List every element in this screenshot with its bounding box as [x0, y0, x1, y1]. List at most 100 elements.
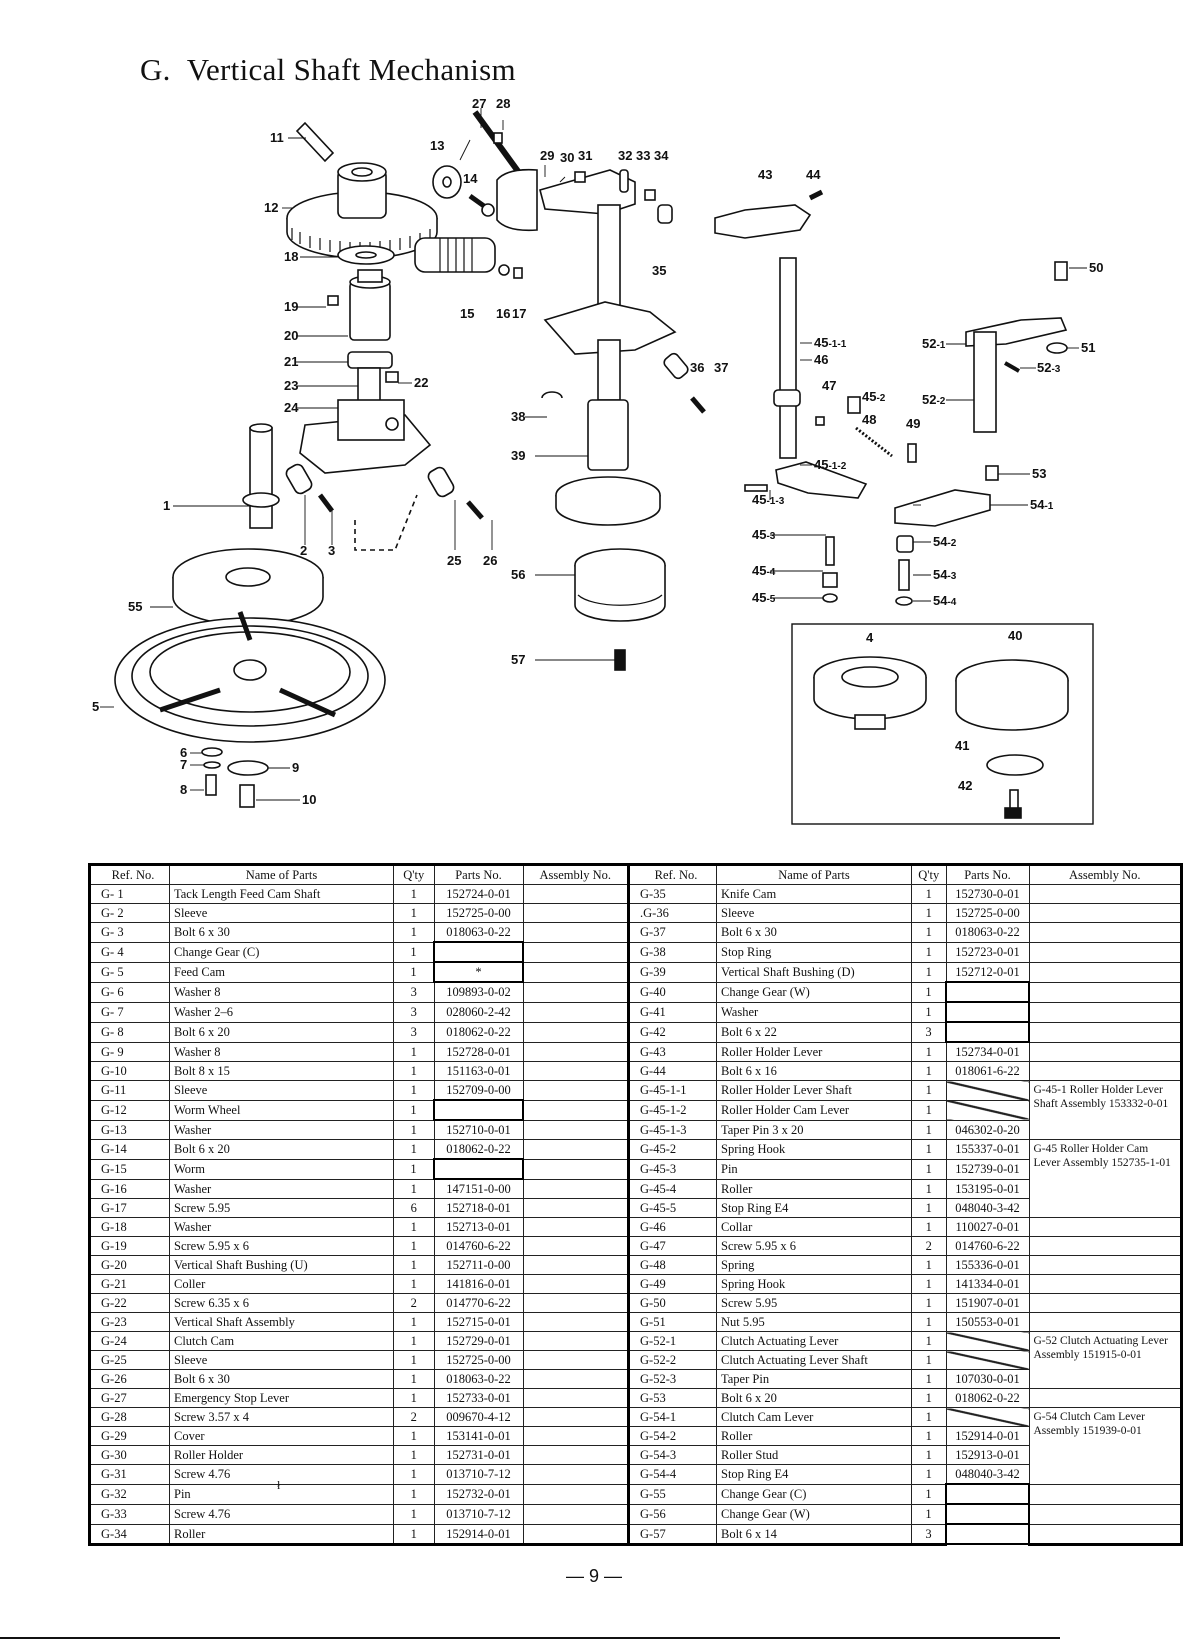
- callout-10: 10: [302, 792, 316, 807]
- ref-no-cell: G-54-1: [627, 1407, 717, 1427]
- qty-cell: 1: [393, 1178, 435, 1199]
- ref-no-cell: G-45-1-3: [627, 1119, 717, 1140]
- part-11-sleeve-drawing: [295, 121, 335, 163]
- qty-cell: 1: [911, 1001, 947, 1023]
- qty-cell: 3: [911, 1021, 947, 1043]
- callout-56: 56: [511, 567, 525, 582]
- ref-no-cell: G-15: [88, 1158, 170, 1180]
- part-name-cell: Clutch Cam: [169, 1331, 394, 1351]
- assembly-no-cell: [522, 941, 629, 963]
- callout-48: 48: [862, 412, 876, 427]
- part-name-cell: Vertical Shaft Assembly: [169, 1312, 394, 1332]
- ref-no-cell: G-25: [88, 1350, 170, 1370]
- part-name-cell: Tack Length Feed Cam Shaft: [169, 884, 394, 904]
- exploded-parts-diagram: 11 12 13 14 18 19 20 21 23 24 22 15 16 1…: [92, 96, 1103, 825]
- ref-no-cell: G-43: [627, 1041, 717, 1062]
- parts-no-cell: 014760-6-22: [433, 1236, 524, 1256]
- part-name-cell: Stop Ring: [716, 941, 912, 963]
- part-20-bushing-drawing: [349, 281, 391, 341]
- callout-43: 43: [758, 167, 772, 182]
- parts-no-cell: [945, 1021, 1030, 1043]
- qty-cell: 2: [911, 1236, 947, 1256]
- assembly-no-cell: [1028, 981, 1183, 1003]
- part-name-cell: Spring: [716, 1255, 912, 1275]
- qty-cell: 1: [911, 1503, 947, 1525]
- ref-no-cell: G-40: [627, 981, 717, 1003]
- part-name-cell: Bolt 6 x 30: [169, 922, 394, 943]
- ref-no-cell: G-39: [627, 961, 717, 983]
- part-name-cell: Washer: [716, 1001, 912, 1023]
- qty-cell: 1: [911, 1158, 947, 1180]
- qty-cell: 1: [393, 1523, 435, 1546]
- callout-36: 36: [690, 360, 704, 375]
- callout-18: 18: [284, 249, 298, 264]
- qty-cell: 1: [393, 941, 435, 963]
- parts-no-cell: 018063-0-22: [433, 1369, 524, 1389]
- callout-8: 8: [180, 782, 187, 797]
- assembly-no-cell: [1028, 1217, 1183, 1237]
- qty-cell: 3: [393, 1021, 435, 1043]
- part-name-cell: Nut 5.95: [716, 1312, 912, 1332]
- qty-cell: 1: [393, 1099, 435, 1121]
- qty-cell: 1: [393, 1483, 435, 1505]
- callout-50: 50: [1089, 260, 1103, 275]
- ref-no-cell: G-54-3: [627, 1445, 717, 1465]
- parts-no-cell: 151163-0-01: [433, 1061, 524, 1081]
- qty-cell: 1: [393, 1274, 435, 1294]
- parts-no-cell: 152731-0-01: [433, 1445, 524, 1465]
- part-name-cell: Pin: [716, 1158, 912, 1180]
- qty-cell: 1: [393, 903, 435, 923]
- callout-7: 7: [180, 757, 187, 772]
- callout-15: 15: [460, 306, 474, 321]
- assembly-no-cell: [522, 1061, 629, 1081]
- part-name-cell: Spring Hook: [716, 1139, 912, 1160]
- footer-rule: [0, 1637, 1060, 1639]
- assembly-no-cell: [522, 1236, 629, 1256]
- callout-11: 11: [270, 130, 284, 145]
- assembly-no-cell: [1028, 1236, 1183, 1256]
- parts-no-cell: 152718-0-01: [433, 1198, 524, 1218]
- callout-1: 1: [163, 498, 170, 513]
- part-name-cell: Screw 3.57 x 4: [169, 1407, 394, 1427]
- part-name-cell: Roller: [716, 1178, 912, 1199]
- parts-no-cell: [945, 1350, 1030, 1370]
- parts-no-cell: 152723-0-01: [945, 941, 1030, 963]
- qty-cell: 1: [911, 1139, 947, 1160]
- part-name-cell: Bolt 6 x 22: [716, 1021, 912, 1043]
- callout-47: 47: [822, 378, 836, 393]
- part-name-cell: Roller Holder Cam Lever: [716, 1099, 912, 1121]
- assembly-no-cell: [522, 1119, 629, 1140]
- qty-cell: 1: [393, 884, 435, 904]
- parts-no-cell: 014770-6-22: [433, 1293, 524, 1313]
- ref-no-cell: G-30: [88, 1445, 170, 1465]
- assembly-no-cell: [522, 1464, 629, 1485]
- assembly-no-cell: [1028, 1388, 1183, 1408]
- part-name-cell: Pin: [169, 1483, 394, 1505]
- part-29-30-drawing: [496, 168, 636, 232]
- qty-cell: 1: [911, 1312, 947, 1332]
- ref-no-cell: G-22: [88, 1293, 170, 1313]
- qty-cell: 1: [911, 1217, 947, 1237]
- parts-no-cell: 048040-3-42: [945, 1198, 1030, 1218]
- qty-cell: 1: [393, 1426, 435, 1446]
- part-24-clutch-cam-drawing: [299, 399, 432, 474]
- part-name-cell: Screw 4.76: [169, 1503, 394, 1525]
- ref-no-cell: G-11: [88, 1080, 170, 1101]
- assembly-no-cell: [522, 1198, 629, 1218]
- part-21-collar-drawing: [347, 351, 393, 369]
- callout-14: 14: [463, 171, 478, 186]
- parts-no-cell: 152715-0-01: [433, 1312, 524, 1332]
- page-title: G.Vertical Shaft Mechanism: [140, 52, 516, 88]
- part-name-cell: Sleeve: [169, 1080, 394, 1101]
- inset-callout-42: 42: [958, 778, 972, 793]
- part-name-cell: Washer: [169, 1119, 394, 1140]
- parts-no-cell: [945, 981, 1030, 1003]
